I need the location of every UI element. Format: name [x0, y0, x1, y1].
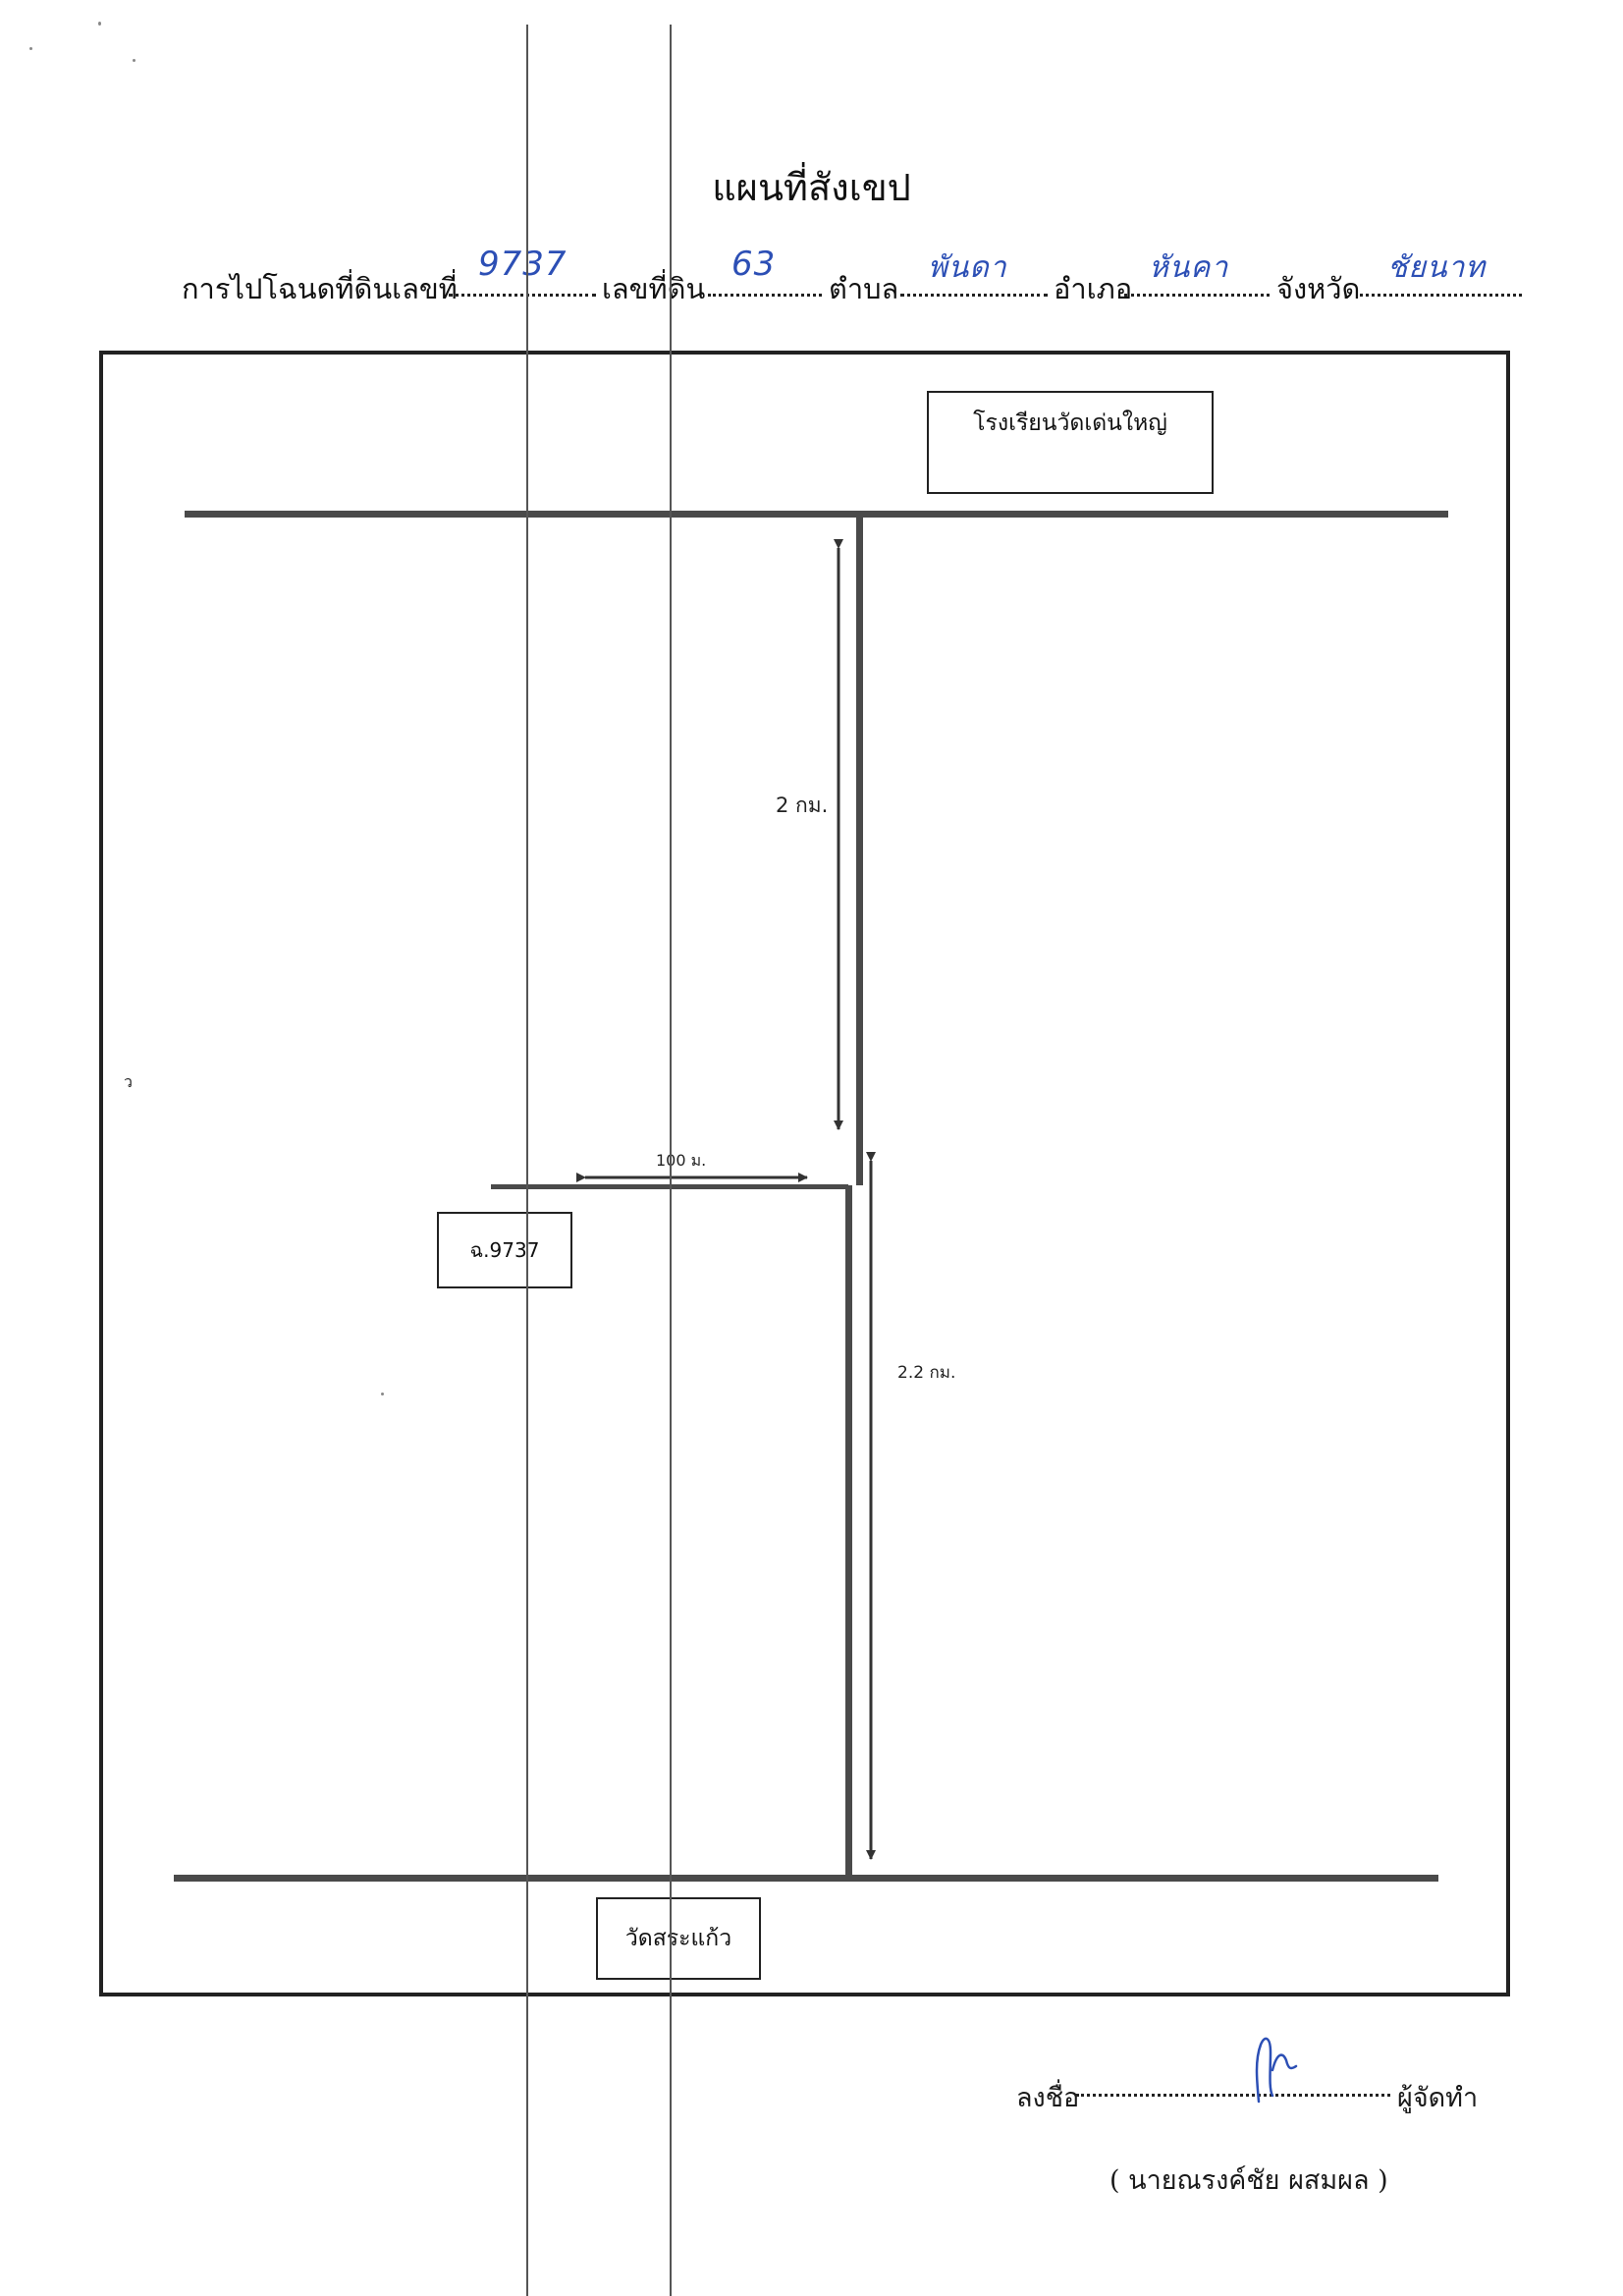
- north-distance-label: 2 กม.: [776, 793, 829, 817]
- map-frame: [99, 351, 1510, 1996]
- signature-dotted-field: [1076, 2074, 1390, 2097]
- parcel-box: ฉ.9737: [437, 1212, 572, 1288]
- dotted-field: [1360, 268, 1522, 297]
- subdistrict-handwritten: พันดา: [928, 250, 1007, 285]
- handwritten-signature: [1255, 2037, 1298, 2104]
- dotted-field: [708, 268, 822, 297]
- label-land-no: เลขที่ดิน: [602, 272, 706, 305]
- label-deed-no: การไปโฉนดที่ดินเลขที่: [182, 272, 458, 305]
- side-distance-label: 100 ม.: [656, 1151, 707, 1170]
- label-province: จังหวัด: [1276, 272, 1361, 305]
- school-label: โรงเรียนวัดเด่นใหญ่: [973, 410, 1167, 436]
- main-road-upper: [856, 518, 863, 1185]
- label-subdistrict: ตำบล: [829, 272, 899, 305]
- scan-speck: [29, 47, 32, 50]
- temple-label: วัดสระแก้ว: [624, 1926, 732, 1951]
- margin-mark: ว: [124, 1072, 133, 1091]
- label-role: ผู้จัดทำ: [1397, 2083, 1479, 2113]
- temple-box: วัดสระแก้ว: [596, 1897, 761, 1980]
- page-title: แผนที่สังเขป: [712, 166, 911, 209]
- dotted-field: [1124, 268, 1270, 297]
- scan-speck: [381, 1393, 384, 1395]
- scan-artifact-line: [526, 25, 528, 2296]
- scan-speck: [98, 22, 101, 26]
- deed-number-handwritten: 9737: [478, 245, 568, 284]
- dotted-field: [449, 268, 596, 297]
- south-distance-label: 2.2 กม.: [897, 1363, 956, 1383]
- scan-artifact-line: [670, 25, 672, 2296]
- dotted-field: [900, 268, 1048, 297]
- province-handwritten: ชัยนาท: [1387, 250, 1487, 285]
- north-road: [185, 511, 1448, 518]
- signer-name: ( นายณรงค์ชัย ผสมผล ): [1109, 2165, 1388, 2196]
- scan-speck: [133, 59, 135, 62]
- header-line: การไปโฉนดที่ดินเลขที่ 9737 เลขที่ดิน 63 …: [182, 245, 1522, 305]
- south-road: [174, 1875, 1438, 1882]
- label-district: อำเภอ: [1054, 272, 1133, 305]
- label-sign: ลงชื่อ: [1016, 2083, 1080, 2113]
- school-box: โรงเรียนวัดเด่นใหญ่: [927, 391, 1214, 494]
- parcel-label: ฉ.9737: [469, 1238, 540, 1262]
- signature-line: ลงชื่อ ผู้จัดทำ: [1016, 2062, 1527, 2113]
- main-road-lower: [845, 1185, 852, 1879]
- land-number-handwritten: 63: [731, 245, 777, 284]
- district-handwritten: หันคา: [1149, 250, 1229, 285]
